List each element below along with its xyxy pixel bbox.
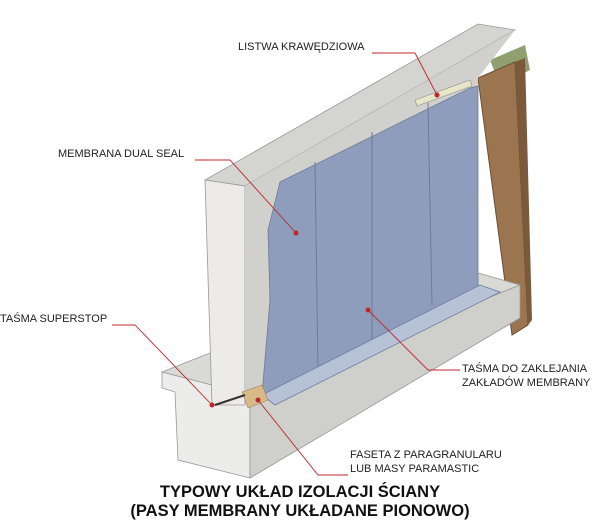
label-tape-superstop: TAŚMA SUPERSTOP — [0, 313, 108, 325]
diagram-title: TYPOWY UKŁAD IZOLACJI ŚCIANY — [159, 483, 441, 501]
membrane-seam — [314, 161, 319, 371]
label-membrane: MEMBRANA DUAL SEAL — [58, 148, 185, 160]
superstop-tape — [214, 394, 246, 406]
fillet — [241, 384, 269, 409]
label-overlap-tape-2: ZAKŁADÓW MEMBRANY — [462, 377, 591, 389]
wall-end-face — [204, 179, 246, 406]
leader-lines — [112, 52, 460, 476]
diagram-subtitle: (PASY MEMBRANY UKŁADANE PIONOWO) — [130, 502, 470, 520]
overlap-tape-strip — [261, 284, 502, 406]
label-fillet-2: LUB MASY PARAMASTIC — [350, 463, 480, 475]
membrane-seam — [427, 102, 433, 306]
edge-strip — [414, 79, 473, 107]
wooden-board-side — [515, 58, 532, 325]
label-fillet-1: FASETA Z PARAGRANULARU — [350, 449, 502, 461]
label-overlap-tape-1: TAŚMA DO ZAKLEJANIA — [462, 363, 588, 375]
label-edge-strip: LISTWA KRAWĘDZIOWA — [238, 41, 365, 53]
